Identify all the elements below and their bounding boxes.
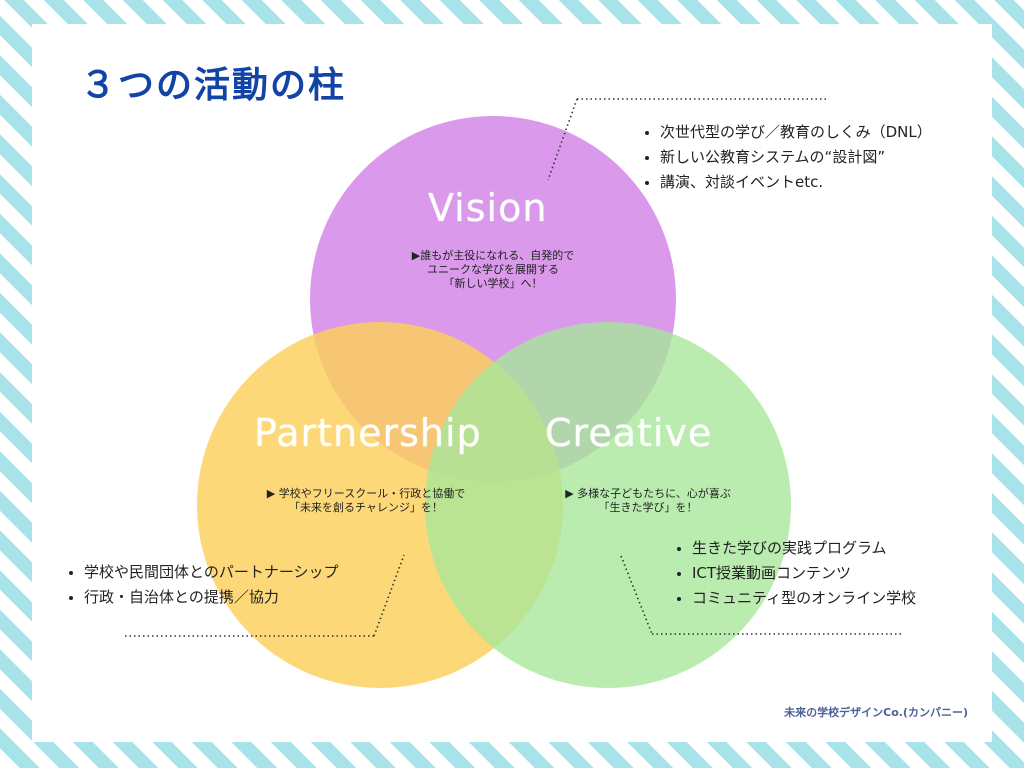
creative-description: ▶ 多様な子どもたちに、心が喜ぶ 「生きた学び」を！ [533,487,763,515]
list-item: 生きた学びの実践プログラム [672,536,916,561]
vision-description: ▶誰もが主役になれる、自発的で ユニークな学びを展開する 「新しい学校」へ！ [403,249,583,291]
creative-connector-diagonal [620,555,653,635]
partnership-desc-line: ▶ 学校やフリースクール・行政と協働で [266,487,466,500]
creative-bullet-list: 生きた学びの実践プログラム ICT授業動画コンテンツ コミュニティ型のオンライン… [672,536,916,611]
page-title: ３つの活動の柱 [80,65,347,106]
vision-desc-line: ▶誰もが主役になれる、自発的で [411,249,575,262]
creative-circle [425,322,791,688]
partnership-description: ▶ 学校やフリースクール・行政と協働で 「未来を創るチャレンジ」を！ [240,487,492,515]
list-item: 新しい公教育システムの“設計図” [640,145,932,170]
vision-desc-line: 「新しい学校」へ！ [443,277,543,290]
vision-bullet-list: 次世代型の学び／教育のしくみ（DNL） 新しい公教育システムの“設計図” 講演、… [640,120,932,195]
vision-connector-diagonal [547,98,578,181]
vision-desc-line: ユニークな学びを展開する [427,263,559,276]
vision-label: Vision [428,186,548,230]
list-item: 講演、対談イベントetc. [640,170,932,195]
partnership-label: Partnership [254,411,482,455]
list-item: 行政・自治体との提携／協力 [64,585,339,610]
creative-desc-line: ▶ 多様な子どもたちに、心が喜ぶ [565,487,731,500]
list-item: コミュニティ型のオンライン学校 [672,586,916,611]
list-item: 次世代型の学び／教育のしくみ（DNL） [640,120,932,145]
partnership-connector-diagonal [373,554,405,637]
creative-desc-line: 「生きた学び」を！ [598,501,698,514]
list-item: 学校や民間団体とのパートナーシップ [64,560,339,585]
creative-label: Creative [545,411,713,455]
partnership-bullet-list: 学校や民間団体とのパートナーシップ 行政・自治体との提携／協力 [64,560,339,610]
company-credit: 未来の学校デザインCo.(カンパニー) [784,706,968,719]
list-item: ICT授業動画コンテンツ [672,561,916,586]
partnership-desc-line: 「未来を創るチャレンジ」を！ [289,501,443,514]
